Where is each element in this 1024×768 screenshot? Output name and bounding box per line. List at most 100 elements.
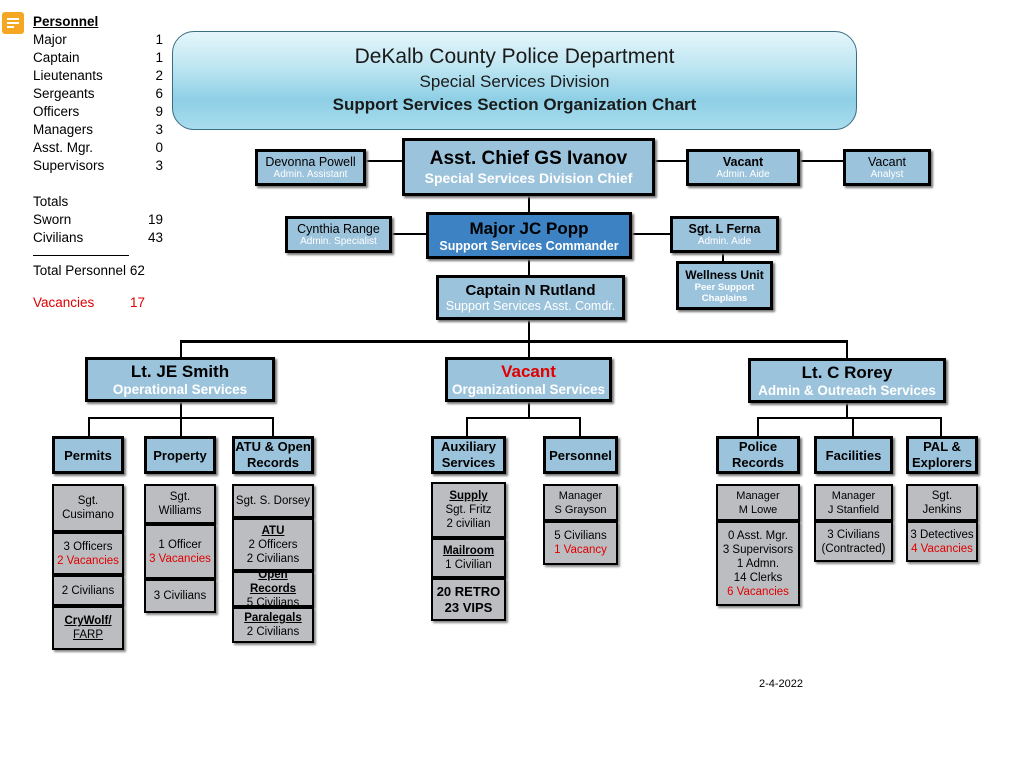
cynthia-range-box: Cynthia Range Admin. Specialist	[285, 216, 392, 253]
rank-count: 6	[155, 86, 163, 101]
position-role: Operational Services	[112, 382, 248, 397]
cell-line: 1 Civilian	[445, 559, 492, 571]
connector	[757, 417, 942, 419]
vacant-analyst-box: Vacant Analyst	[843, 149, 931, 186]
permits-sgt-cell: Sgt. Cusimano	[52, 484, 124, 532]
devonna-powell-box: Devonna Powell Admin. Assistant	[255, 149, 366, 186]
position-name: Lt. C Rorey	[801, 363, 893, 382]
permits-unit-box: Permits	[52, 436, 124, 474]
connector	[180, 340, 848, 343]
cell-line: Cusimano	[62, 509, 114, 521]
position-name: Major JC Popp	[469, 218, 589, 238]
cell-line: Manager	[831, 489, 876, 502]
vacancy-count: 3 Vacancies	[149, 552, 211, 565]
connector	[799, 160, 844, 162]
rank-count: 2	[155, 68, 163, 83]
cell-line: 2 Civilians	[61, 584, 115, 597]
captain-rutland-box: Captain N Rutland Support Services Asst.…	[436, 275, 625, 320]
facilities-unit-box: Facilities	[814, 436, 893, 474]
rank-label: Supervisors	[33, 158, 105, 173]
position-role: Support Services Commander	[439, 238, 619, 253]
major-popp-box: Major JC Popp Support Services Commander	[426, 212, 632, 259]
unit-name: Wellness Unit	[685, 267, 764, 282]
unit-name: ATU & Open Records	[235, 439, 311, 470]
connector	[631, 233, 671, 235]
position-role: Support Services Asst. Comdr.	[445, 299, 616, 313]
personnel-unit-box: Personnel	[543, 436, 618, 474]
rank-count: 9	[155, 104, 163, 119]
unit-name: Personnel	[549, 447, 612, 463]
pal-sgt-cell: Sgt.Jenkins	[906, 484, 978, 521]
personnel-row: Supervisors 3	[33, 157, 163, 175]
civilians-value: 43	[147, 230, 163, 245]
connector	[391, 233, 427, 235]
cell-line: (Contracted)	[821, 542, 886, 555]
connector	[846, 340, 848, 361]
facilities-civilians-cell: 3 Civilians(Contracted)	[814, 521, 893, 562]
records-staff-cell: 0 Asst. Mgr. 3 Supervisors 1 Admn. 14 Cl…	[716, 521, 800, 606]
position-name: Vacant	[868, 155, 906, 169]
cell-line: 5 Civilians	[554, 530, 607, 542]
sworn-label: Sworn	[33, 212, 72, 227]
rank-label: Major	[33, 32, 67, 47]
rank-label: Captain	[33, 50, 80, 65]
cell-line: Williams	[158, 505, 202, 517]
connector	[272, 417, 274, 437]
position-name: Devonna Powell	[265, 155, 356, 169]
unit-name: Police Records	[731, 439, 785, 470]
vacant-org-services-box: Vacant Organizational Services	[445, 357, 612, 402]
connector	[846, 403, 848, 418]
wellness-unit-box: Wellness Unit Peer Support Chaplains	[676, 261, 773, 310]
rank-count: 3	[155, 158, 163, 173]
cell-line: Sgt.	[169, 491, 191, 503]
rank-count: 0	[155, 140, 163, 155]
personnel-row: Asst. Mgr.0	[33, 139, 163, 157]
cell-line: CryWolf/	[64, 615, 112, 627]
connector	[528, 318, 530, 340]
position-role: Admin & Outreach Services	[758, 383, 936, 398]
chart-date: 2-4-2022	[759, 678, 804, 690]
rank-label: Officers	[33, 104, 80, 119]
police-records-unit-box: Police Records	[716, 436, 800, 474]
cell-line: 2 civilian	[446, 518, 491, 530]
property-civilians-cell: 3 Civilians	[144, 579, 216, 613]
cell-line: Manager	[558, 489, 603, 502]
department-title: DeKalb County Police Department	[354, 45, 675, 68]
connector	[88, 417, 90, 437]
position-role: Analyst	[870, 169, 904, 180]
atu-sgt-cell: Sgt. S. Dorsey	[232, 484, 314, 518]
comment-icon[interactable]	[2, 12, 24, 34]
position-role: Admin. Aide	[697, 236, 752, 247]
cell-line: M Lowe	[738, 503, 778, 516]
totals-label: Totals	[33, 194, 69, 209]
cell-line: Manager	[736, 489, 780, 502]
connector	[528, 402, 530, 418]
cell-line: 3 Civilians	[153, 590, 207, 602]
position-name: Vacant	[722, 155, 764, 169]
vacancy-count: 2 Vacancies	[57, 554, 119, 567]
cell-line: 1 Officer	[158, 538, 202, 551]
unit-name: Permits	[64, 447, 112, 463]
rank-count: 1	[155, 50, 163, 65]
connector	[528, 195, 530, 213]
cell-line: Jenkins	[922, 503, 962, 516]
section-title: Support Services Section Organization Ch…	[332, 95, 697, 114]
cell-line: 2 Officers	[248, 538, 298, 551]
cell-line: Sgt.	[77, 495, 99, 507]
cell-line: 2 Civilians	[246, 552, 300, 565]
connector	[466, 417, 468, 437]
position-role: Organizational Services	[451, 382, 606, 397]
connector	[654, 160, 688, 162]
connector	[365, 160, 403, 162]
position-role: Admin. Assistant	[273, 169, 348, 180]
